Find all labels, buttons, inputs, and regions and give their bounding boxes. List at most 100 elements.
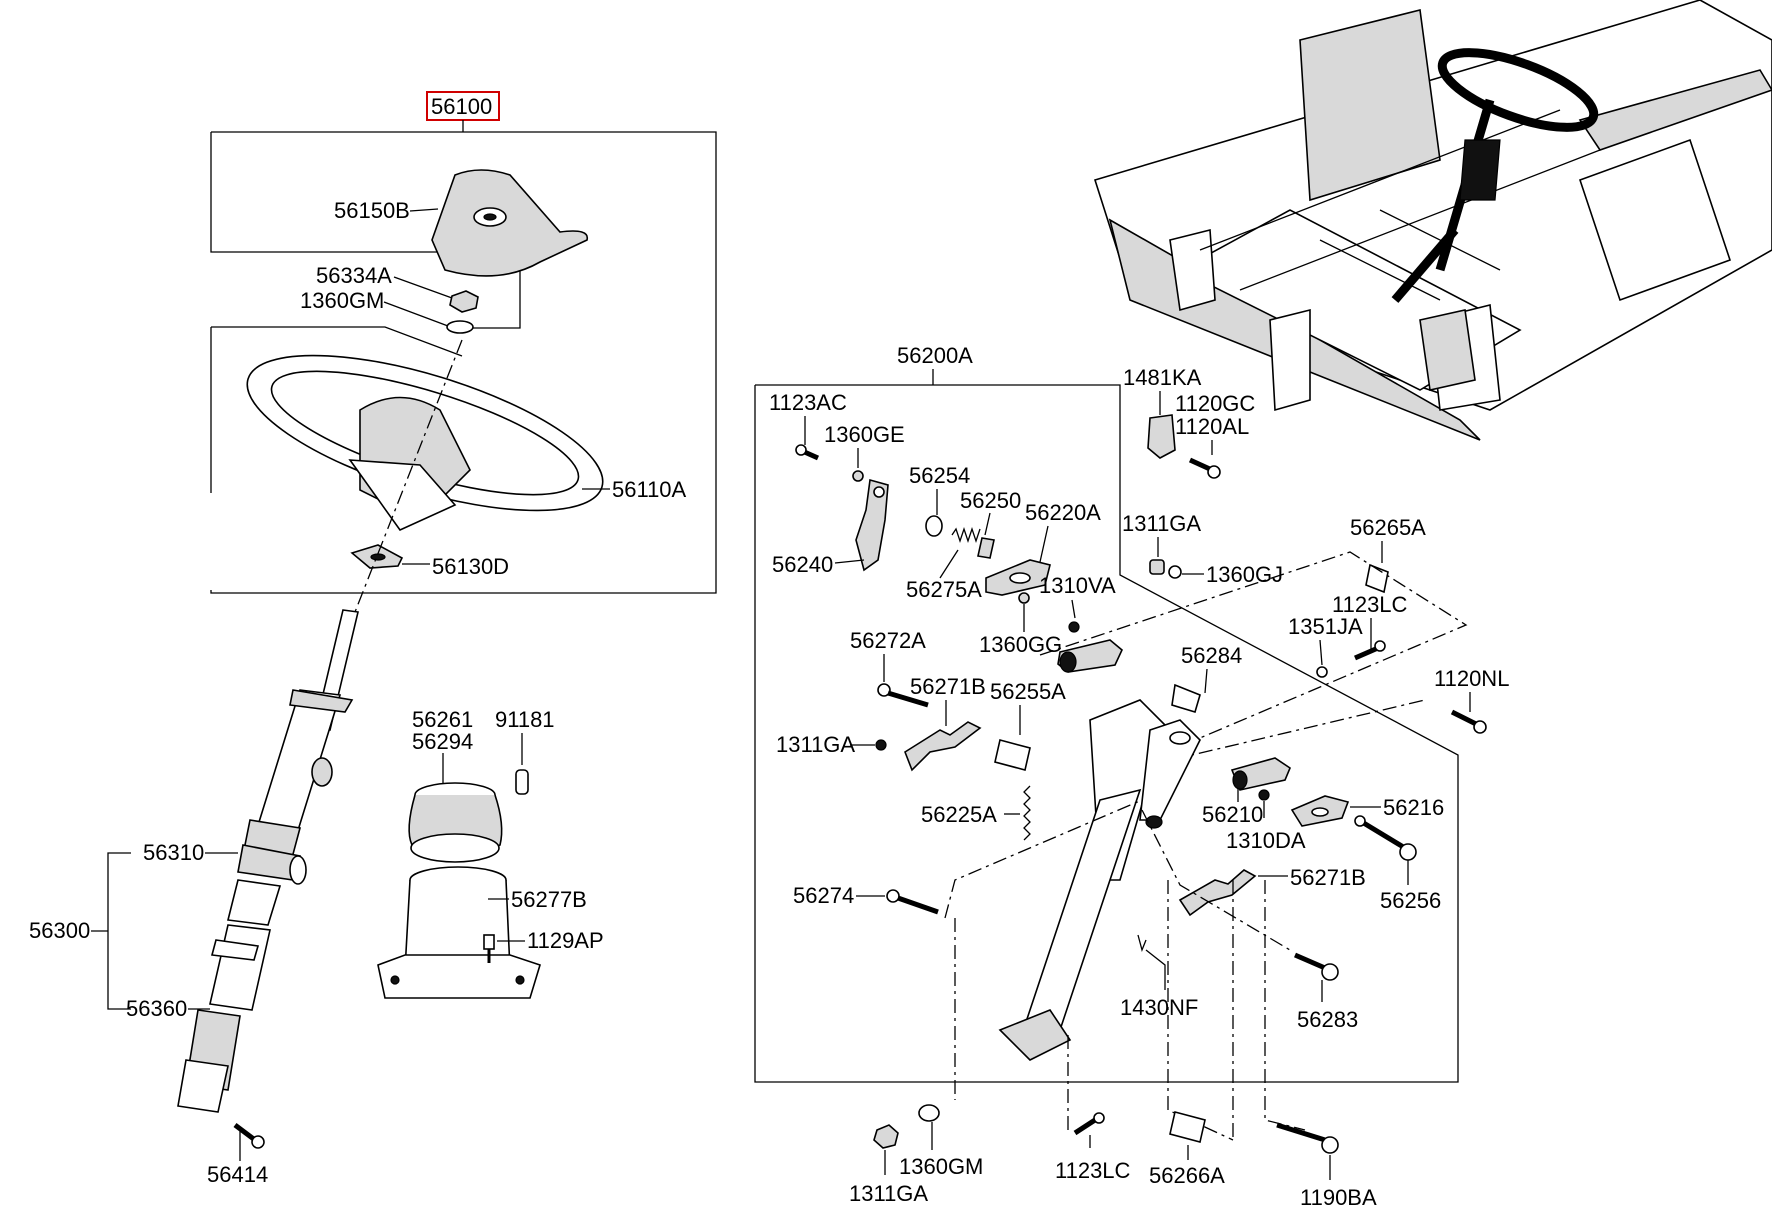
plate-56216-part [1290, 795, 1350, 827]
bolt-1123AC-part [795, 444, 820, 461]
label-56283[interactable]: 56283 [1297, 1007, 1358, 1032]
intermediate-shaft-part [177, 844, 307, 1113]
label-56271B-upper[interactable]: 56271B [910, 674, 986, 699]
nut-1311GA-bottom-part [873, 1124, 899, 1149]
bolt-1123LC-upper-part [1354, 640, 1386, 661]
nut-1310DA-part [1258, 789, 1270, 801]
bracket-56271B-upper-part [904, 721, 982, 772]
label-56334A[interactable]: 56334A [316, 263, 392, 288]
label-1310DA[interactable]: 1310DA [1226, 828, 1306, 853]
label-56360[interactable]: 56360 [126, 996, 187, 1021]
label-56255A[interactable]: 56255A [990, 679, 1066, 704]
pin-56284-part [1171, 683, 1201, 714]
group-bracket-56200A [754, 384, 1459, 1083]
bolt-1129AP-part [483, 934, 495, 963]
label-1360GG[interactable]: 1360GG [979, 632, 1062, 657]
spring-56275A-part [951, 526, 981, 544]
nut-part [446, 290, 479, 334]
label-56240[interactable]: 56240 [772, 552, 833, 577]
label-1190BA[interactable]: 1190BA [1300, 1185, 1377, 1210]
label-56216[interactable]: 56216 [1383, 795, 1444, 820]
label-56284[interactable]: 56284 [1181, 643, 1242, 668]
lever-56210-part [1057, 639, 1123, 673]
label-1430NF[interactable]: 1430NF [1120, 995, 1198, 1020]
label-1129AP[interactable]: 1129AP [527, 928, 604, 953]
label-1120NL[interactable]: 1120NL [1434, 666, 1509, 691]
label-56250[interactable]: 56250 [960, 488, 1021, 513]
label-56110A[interactable]: 56110A [612, 477, 687, 502]
nut-1311GA-left-part [875, 739, 887, 751]
bolt-1190BA-part [1276, 1122, 1339, 1154]
label-56210[interactable]: 56210 [1202, 802, 1263, 827]
label-56130D[interactable]: 56130D [432, 554, 509, 579]
label-56300[interactable]: 56300 [29, 918, 90, 943]
column-tube-part [377, 866, 541, 999]
label-1360GJ[interactable]: 1360GJ [1206, 562, 1283, 587]
label-56200A[interactable]: 56200A [897, 343, 973, 368]
label-91181[interactable]: 91181 [495, 707, 555, 732]
label-56310[interactable]: 56310 [143, 840, 204, 865]
washer-1360GM-bottom-part [918, 1104, 940, 1122]
label-1120AL[interactable]: 1120AL [1175, 414, 1249, 439]
label-56275A[interactable]: 56275A [906, 577, 982, 602]
group-bracket-56100 [210, 131, 717, 594]
bolt-56256-part [1354, 815, 1417, 861]
pedal-arm-part [998, 699, 1201, 1061]
plate-56220A-part [985, 559, 1051, 596]
label-56272A[interactable]: 56272A [850, 628, 926, 653]
bolt-56414-part [233, 1123, 265, 1149]
label-56266A[interactable]: 56266A [1149, 1163, 1225, 1188]
label-56271B-lower[interactable]: 56271B [1290, 865, 1366, 890]
label-56254[interactable]: 56254 [909, 463, 970, 488]
label-1351JA[interactable]: 1351JA [1288, 614, 1363, 639]
label-1311GA-bottom[interactable]: 1311GA [849, 1181, 928, 1206]
label-1123AC[interactable]: 1123AC [769, 390, 847, 415]
label-56256[interactable]: 56256 [1380, 888, 1441, 913]
label-1120GC[interactable]: 1120GC [1175, 391, 1255, 416]
label-1481KA[interactable]: 1481KA [1123, 365, 1202, 390]
clip-1351JA-part [1316, 666, 1328, 678]
bolt-1120AL-part [1188, 457, 1221, 479]
label-1123LC-bottom[interactable]: 1123LC [1055, 1158, 1131, 1183]
lever-56240-part [855, 478, 889, 572]
label-56150B[interactable]: 56150B [334, 198, 410, 223]
label-1311GA-left[interactable]: 1311GA [776, 732, 855, 757]
nut-1310VA-part [1068, 621, 1080, 633]
chassis-illustration [1093, 0, 1772, 441]
label-56261[interactable]: 56261 [412, 707, 473, 732]
plate-part [350, 544, 404, 569]
washer-1360GG-part [1018, 592, 1030, 604]
label-1360GM-bottom[interactable]: 1360GM [899, 1154, 983, 1179]
washer-1360GJ-part [1168, 565, 1182, 579]
lever-56210-right-part [1230, 757, 1291, 791]
label-56414[interactable]: 56414 [207, 1162, 268, 1187]
washer-56254-part [925, 515, 943, 537]
label-1360GM-top[interactable]: 1360GM [300, 288, 384, 313]
label-1123LC-upper[interactable]: 1123LC [1332, 592, 1408, 617]
bolt-1123LC-bottom-part [1073, 1112, 1105, 1136]
spring-56225A-part [1023, 785, 1031, 841]
label-56277B[interactable]: 56277B [511, 887, 587, 912]
bushing-56255A-part [994, 739, 1031, 771]
label-1360GE[interactable]: 1360GE [824, 422, 905, 447]
bracket-56271B-lower-part [1178, 869, 1257, 917]
label-56225A[interactable]: 56225A [921, 802, 997, 827]
bolt-56272A-part [877, 683, 929, 708]
label-1310VA[interactable]: 1310VA [1039, 573, 1116, 598]
label-56274[interactable]: 56274 [793, 883, 854, 908]
nut-1311GA-upper-part [1149, 559, 1165, 575]
label-56265A[interactable]: 56265A [1350, 515, 1426, 540]
label-56294[interactable]: 56294 [412, 729, 473, 754]
bolt-1120NL-part [1450, 709, 1487, 734]
bolt-56283-part [1294, 952, 1339, 981]
label-56100[interactable]: 56100 [431, 94, 492, 119]
label-1311GA-upper[interactable]: 1311GA [1122, 511, 1201, 536]
label-56220A[interactable]: 56220A [1025, 500, 1101, 525]
bolt-56274-part [886, 889, 939, 915]
washer-1360GE-part [852, 470, 864, 482]
steering-column-part [243, 609, 359, 859]
bushing-56266A-part [1169, 1111, 1206, 1143]
pin-1430NF-part [1137, 934, 1147, 953]
horn-pad-part [431, 169, 589, 277]
